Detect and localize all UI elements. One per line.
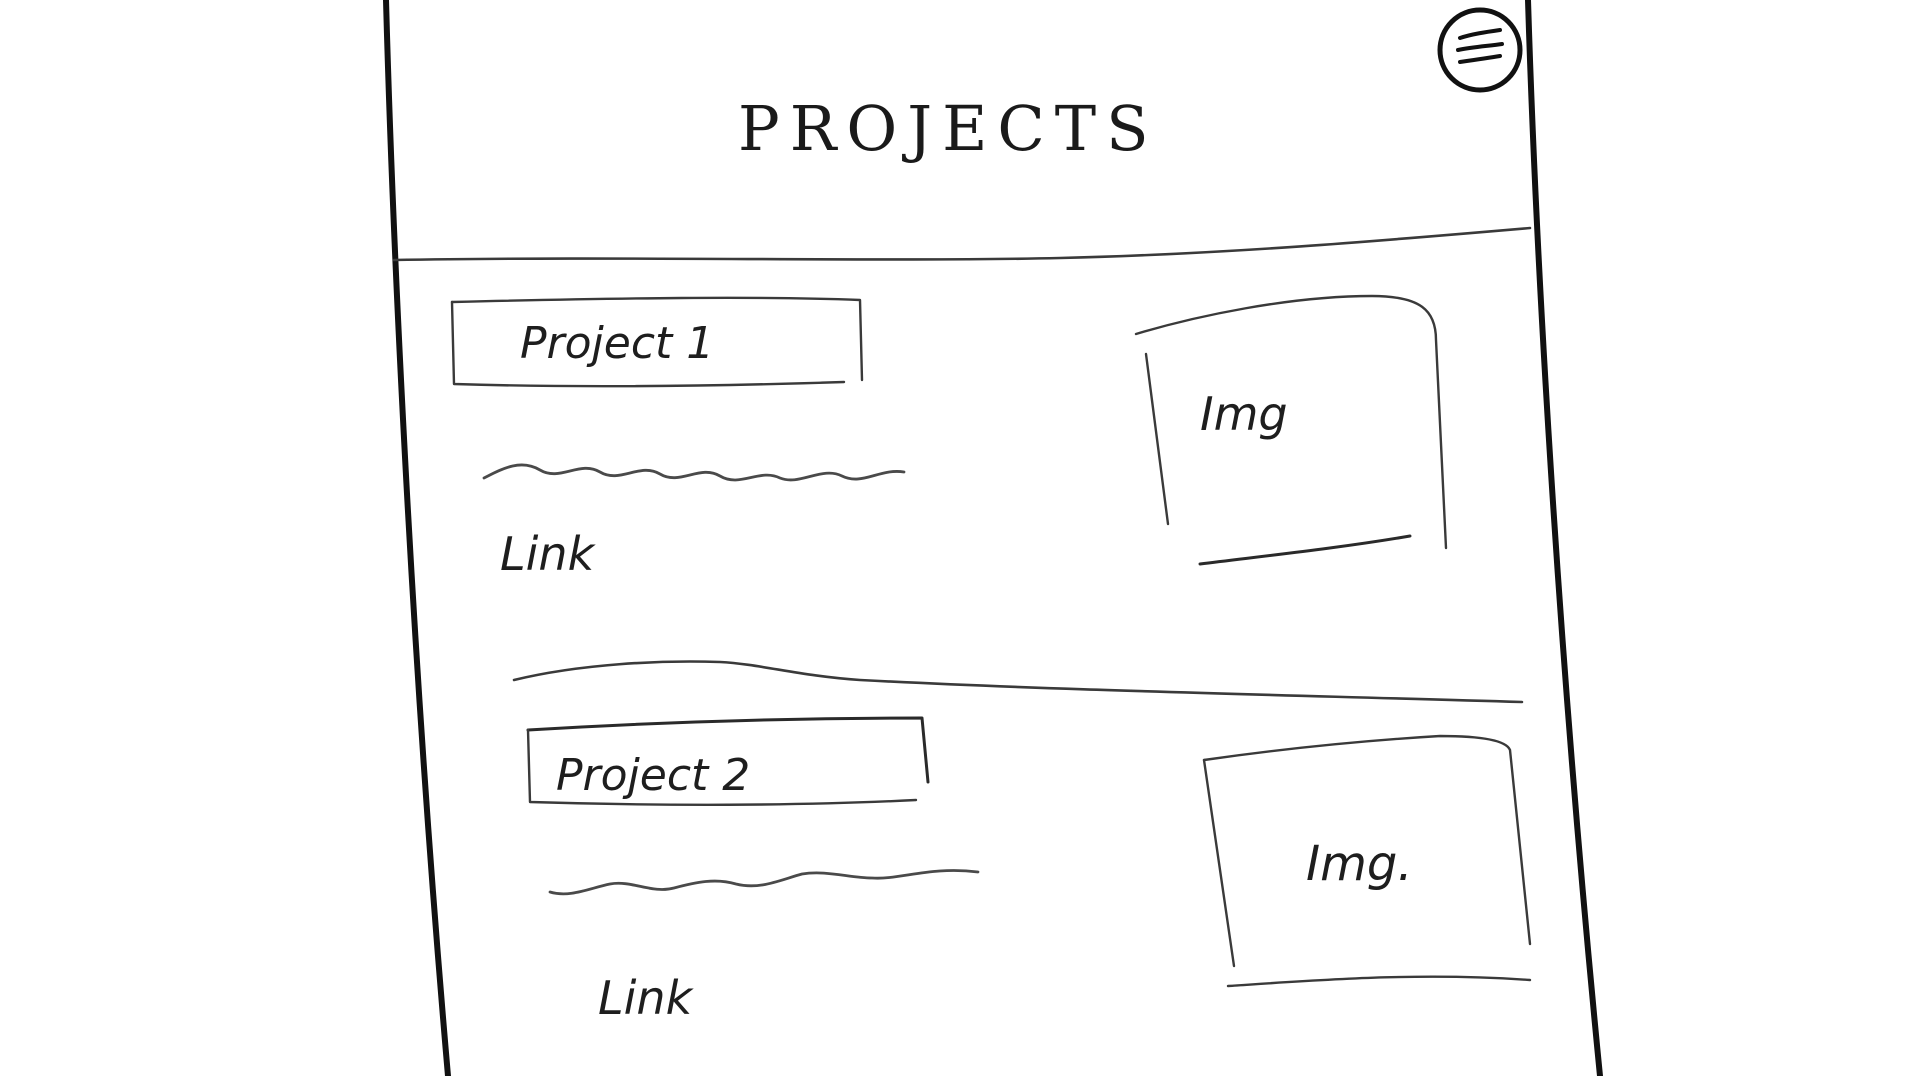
image-label: Img xyxy=(1200,387,1288,441)
menu-button[interactable] xyxy=(1437,7,1523,93)
project-title-box[interactable]: Project 2 xyxy=(526,716,930,806)
project-title: Project 2 xyxy=(556,750,750,801)
image-label: Img. xyxy=(1306,836,1413,892)
project-image-placeholder: Img. xyxy=(1202,734,1532,988)
project-card: Project 2 Link Img. xyxy=(526,716,1532,1025)
project-card: Project 1 Link Img xyxy=(450,294,1448,581)
project-image-placeholder: Img xyxy=(1134,294,1448,566)
hamburger-menu-icon xyxy=(1456,28,1504,64)
project-title: Project 1 xyxy=(520,318,714,369)
project-title-box[interactable]: Project 1 xyxy=(450,296,864,388)
page-title: PROJECTS xyxy=(738,92,1159,165)
project-link[interactable]: Link xyxy=(500,527,597,581)
project-link[interactable]: Link xyxy=(598,971,695,1025)
description-placeholder xyxy=(548,869,980,896)
project-divider xyxy=(512,660,1524,704)
header-divider xyxy=(392,226,1532,262)
description-placeholder xyxy=(482,463,906,482)
phone-frame xyxy=(383,0,1603,1076)
